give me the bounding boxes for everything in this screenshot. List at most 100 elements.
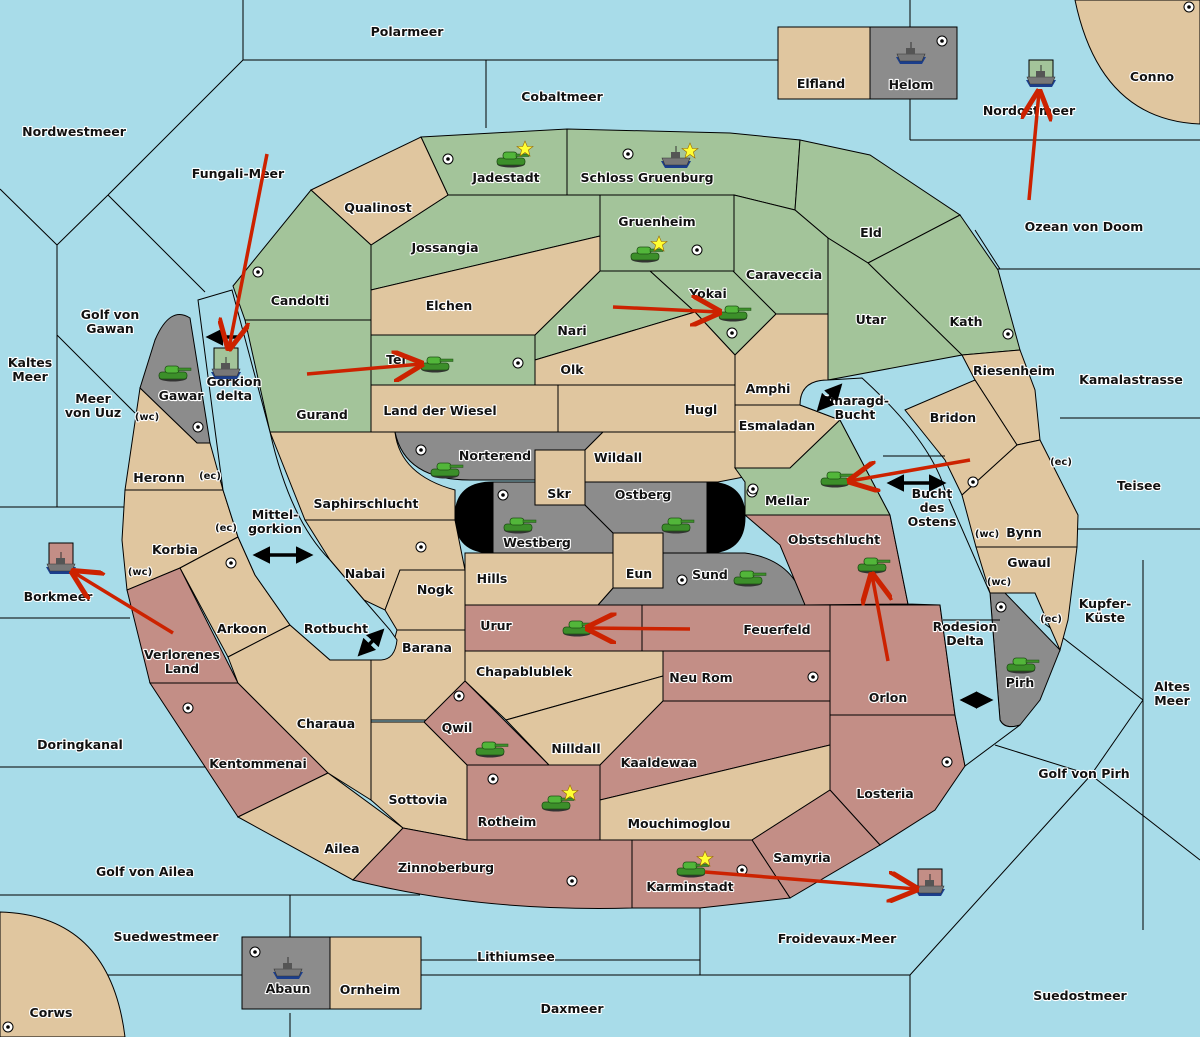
- label-qwil: Qwil: [442, 720, 473, 735]
- province-ornheim[interactable]: [329, 936, 422, 1010]
- label-eld: Eld: [860, 225, 882, 240]
- label-skr: Skr: [547, 486, 571, 501]
- label-charaua: Charaua: [297, 716, 355, 731]
- supply-center-icon: [1002, 328, 1014, 340]
- label-qualinost: Qualinost: [344, 200, 411, 215]
- label-arkoon: Arkoon: [217, 621, 267, 636]
- move-order-arrow: [229, 153, 269, 348]
- move-order-arrow: [588, 628, 691, 629]
- supply-center-icon: [182, 702, 194, 714]
- label-caraveccia: Caraveccia: [746, 267, 822, 282]
- province-zinnoberburg[interactable]: [352, 827, 633, 909]
- label-sottovia: Sottovia: [389, 792, 448, 807]
- province-heronn[interactable]: [124, 386, 224, 491]
- label-nilldall: Nilldall: [551, 741, 600, 756]
- supply-center-icon: [415, 541, 427, 553]
- label-riesenheim: Riesenheim: [973, 363, 1055, 378]
- province-gruenheim[interactable]: [599, 194, 735, 272]
- label-froidevaux-meer: Froidevaux-Meer: [778, 931, 897, 946]
- label-elfland: Elfland: [797, 76, 845, 91]
- label-mouchimoglou: Mouchimoglou: [628, 816, 731, 831]
- label-olk: Olk: [560, 362, 584, 377]
- label-candolti: Candolti: [271, 293, 330, 308]
- label-hugl: Hugl: [685, 402, 718, 417]
- supply-center-icon: [2, 1021, 14, 1033]
- label-schloss-gruenburg: Schloss Gruenburg: [580, 170, 713, 185]
- label-ailea: Ailea: [324, 841, 359, 856]
- label-helom: Helom: [889, 77, 934, 92]
- label-borkmeer: Borkmeer: [24, 589, 94, 604]
- label-wildall: Wildall: [594, 450, 642, 465]
- province-elfland[interactable]: [777, 26, 871, 100]
- label-nordostmeer: Nordostmeer: [983, 103, 1076, 118]
- supply-center-icon: [415, 444, 427, 456]
- label-teisee: Teisee: [1117, 478, 1161, 493]
- supply-center-icon: [512, 357, 524, 369]
- units: [45, 41, 1057, 980]
- label-samyria: Samyria: [773, 850, 831, 865]
- supply-center-icon: [225, 557, 237, 569]
- supply-center-icon: [747, 483, 759, 495]
- coast-label: (wc): [135, 412, 159, 423]
- label-gawar: Gawar: [159, 388, 205, 403]
- province-corws[interactable]: [0, 911, 126, 1037]
- label-bridon: Bridon: [930, 410, 976, 425]
- label-kentommenai: Kentommenai: [209, 756, 307, 771]
- move-order-arrow: [704, 870, 916, 889]
- label-korbia: Korbia: [152, 542, 198, 557]
- label-mellar: Mellar: [765, 493, 810, 508]
- label-zinnoberburg: Zinnoberburg: [398, 860, 494, 875]
- coast-label: (ec): [199, 471, 221, 482]
- canal-arrow-smaragd-bucht: [816, 383, 843, 412]
- label-lithiumsee: Lithiumsee: [477, 949, 555, 964]
- move-order-arrow: [850, 458, 971, 481]
- province-conno[interactable]: [1074, 0, 1200, 125]
- provinces: [121, 128, 1079, 909]
- label-gurand: Gurand: [296, 407, 348, 422]
- label-doringkanal: Doringkanal: [37, 737, 123, 752]
- label-polarmeer: Polarmeer: [371, 24, 445, 39]
- label-chapablublek: Chapablublek: [476, 664, 573, 679]
- supply-center-icon: [252, 266, 264, 278]
- label-fungali-meer: Fungali-Meer: [192, 166, 285, 181]
- sea-gorkion-channel: [197, 289, 398, 661]
- coast-label: (ec): [215, 523, 237, 534]
- label-golf-von-ailea: Golf von Ailea: [96, 864, 194, 879]
- label-cobaltmeer: Cobaltmeer: [521, 89, 603, 104]
- move-order-arrow: [872, 575, 888, 662]
- label-losteria: Losteria: [856, 786, 913, 801]
- supply-center-icon: [487, 773, 499, 785]
- supply-center-icon: [442, 153, 454, 165]
- label-karminstadt: Karminstadt: [646, 879, 733, 894]
- label-eun: Eun: [626, 566, 652, 581]
- move-order-arrow: [612, 307, 719, 312]
- label-rotheim: Rotheim: [478, 814, 537, 829]
- coast-label: (ec): [1050, 457, 1072, 468]
- sea-eastern-channel: [799, 377, 1021, 767]
- supply-center-icon: [1183, 1, 1195, 13]
- supply-center-icon: [497, 489, 509, 501]
- label-orlon: Orlon: [869, 690, 908, 705]
- coast-label: (wc): [987, 577, 1011, 588]
- canal-arrow-rotbucht: [357, 628, 385, 657]
- label-jadestadt: Jadestadt: [471, 170, 539, 185]
- label-ozean-von-doom: Ozean von Doom: [1025, 219, 1144, 234]
- coast-label: (ec): [1040, 614, 1062, 625]
- province-nogk[interactable]: [384, 569, 466, 631]
- province-elchen[interactable]: [370, 235, 601, 336]
- supply-center-icon: [192, 421, 204, 433]
- label-amphi: Amphi: [746, 381, 791, 396]
- label-jossangia: Jossangia: [410, 240, 478, 255]
- coast-labels: (wc)(ec)(ec)(wc)(ec)(wc)(wc)(ec): [127, 411, 1073, 626]
- supply-center-icon: [936, 35, 948, 47]
- label-kath: Kath: [950, 314, 983, 329]
- label-nordwestmeer: Nordwestmeer: [22, 124, 127, 139]
- label-conno: Conno: [1130, 69, 1175, 84]
- supply-center-icon: [967, 476, 979, 488]
